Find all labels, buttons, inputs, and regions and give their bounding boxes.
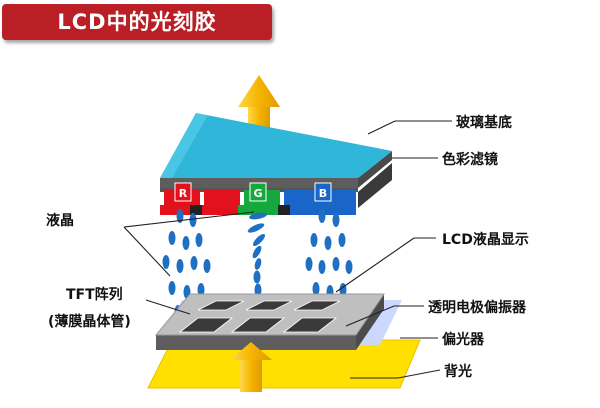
- glass-substrate-layer: [160, 113, 392, 188]
- label-polarizer: 偏光器: [442, 332, 484, 348]
- label-transparent-electrode-polarizer: 透明电极偏振器: [428, 300, 526, 316]
- label-color-filter: 色彩滤镜: [442, 152, 498, 168]
- title-banner: LCD中的光刻胶: [2, 4, 272, 40]
- filter-letter-blue: B: [319, 187, 327, 200]
- light-arrow-bottom: [230, 342, 272, 392]
- tft-transistor-cells: [178, 300, 341, 333]
- label-tft-array-note: (薄膜晶体管): [48, 314, 131, 330]
- label-glass-substrate: 玻璃基底: [456, 115, 512, 131]
- leader-lines: [123, 120, 452, 379]
- label-backlight: 背光: [444, 364, 472, 380]
- page-title: LCD中的光刻胶: [57, 10, 217, 34]
- backlight-layer: [147, 339, 421, 389]
- filter-letter-red: R: [179, 187, 188, 200]
- filter-letter-green: G: [253, 187, 262, 200]
- label-tft-array: TFT阵列: [66, 287, 123, 303]
- label-lcd-display: LCD液晶显示: [442, 232, 529, 248]
- label-liquid-crystal: 液晶: [46, 213, 74, 229]
